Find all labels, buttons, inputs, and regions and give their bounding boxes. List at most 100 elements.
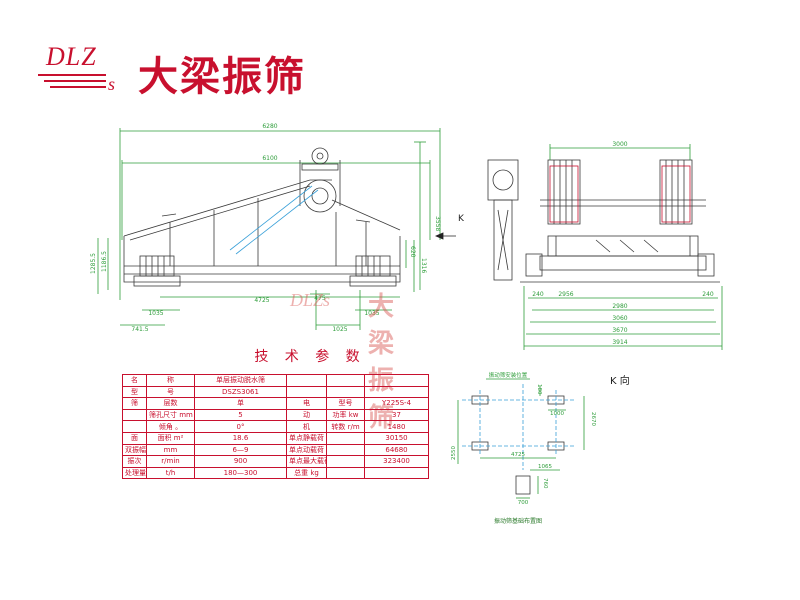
params-cell: [326, 443, 365, 457]
watermark-letters: DLZs: [290, 290, 331, 310]
dim-support-left: 1035: [148, 310, 163, 317]
found-dim-2670: 2670: [590, 412, 596, 426]
params-cell: 筛: [122, 397, 147, 410]
params-cell: 单点最大载荷 N: [286, 455, 327, 468]
params-cell: 900: [194, 455, 287, 468]
end-dim-2980: 2980: [612, 303, 627, 310]
params-cell: [122, 420, 147, 433]
params-row: 振次r/min900单点最大载荷 N323400: [122, 455, 429, 468]
params-cell: 1480: [364, 420, 429, 433]
params-cell: [326, 431, 365, 445]
params-cell: 称: [146, 374, 195, 387]
params-cell: 单点动载荷 N: [286, 443, 327, 457]
params-cell: 层数: [146, 397, 195, 410]
params-cell: t/h: [146, 466, 195, 480]
params-cell: 型号: [326, 397, 365, 410]
params-cell: 电: [286, 397, 327, 410]
dim-height-left-b: 1186.5: [101, 251, 108, 272]
params-cell: 0°: [194, 420, 287, 433]
params-cell: 转数 r/m: [326, 420, 365, 433]
params-cell: [364, 385, 429, 399]
foundation-caption: 振动筛基础布置图: [494, 518, 543, 525]
params-cell: [364, 466, 429, 480]
params-cell: 37: [364, 408, 429, 422]
params-cell: 振次: [122, 455, 147, 468]
params-cell: 30150: [364, 431, 429, 445]
found-dim-1000: 1000: [550, 411, 564, 417]
dim-offset-right: 1025: [332, 326, 347, 333]
end-dim-3060: 3060: [612, 315, 627, 322]
logo-letters: DLZ: [46, 42, 97, 71]
end-view: [487, 144, 723, 350]
end-dim-top-width: 3000: [612, 141, 627, 148]
params-cell: 6—9: [194, 443, 287, 457]
params-row: 名称单层振动脱水筛: [122, 374, 429, 387]
params-cell: [286, 385, 327, 399]
params-cell: [326, 374, 365, 387]
view-marker-k: K: [458, 214, 464, 224]
params-cell: DSZS3061: [194, 385, 287, 399]
params-cell: [326, 455, 365, 468]
params-cell: 处理量: [122, 466, 147, 480]
foundation-plan: [457, 378, 585, 499]
company-logo: DLZ s 大梁振筛: [38, 38, 328, 108]
params-cell: [286, 374, 327, 387]
params-cell: 号: [146, 385, 195, 399]
params-cell: 单点静载荷: [286, 431, 327, 445]
dim-height-left-a: 1285.5: [90, 253, 97, 274]
params-cell: 动: [286, 408, 327, 422]
params-cell: 型: [122, 385, 147, 399]
params-cell: [364, 374, 429, 387]
params-title: 技 术 参 数: [254, 349, 366, 365]
params-cell: [326, 466, 365, 480]
params-cell: 18.6: [194, 431, 287, 445]
dim-height-total: 3558: [434, 216, 441, 231]
found-dim-2550: 2550: [451, 446, 457, 460]
end-dim-2956: 2956: [558, 291, 573, 298]
params-cell: 筛孔尺寸 mm: [146, 408, 195, 422]
dim-height-right-a: 1316: [420, 258, 427, 273]
params-cell: mm: [146, 443, 195, 457]
dim-motor-span: 475: [314, 295, 326, 302]
params-cell: 功率 kw: [326, 408, 365, 422]
dim-support-right: 1035: [364, 310, 379, 317]
found-dim-760: 760: [542, 478, 548, 489]
params-cell: Y225S-4: [364, 397, 429, 410]
end-dim-3670: 3670: [612, 327, 627, 334]
params-cell: 180—300: [194, 466, 287, 480]
dim-frame-length: 6100: [262, 155, 277, 162]
foundation-top-label: 振动筛安装位置: [489, 371, 528, 379]
params-cell: 倾角 。: [146, 420, 195, 433]
found-dim-4725: 4725: [511, 452, 525, 458]
dim-offset-left: 741.5: [131, 326, 148, 333]
params-cell: [122, 408, 147, 422]
params-cell: 面积 m²: [146, 431, 195, 445]
end-dim-3914: 3914: [612, 339, 627, 346]
logo-company-name: 大梁振筛: [138, 54, 306, 100]
params-cell: [326, 385, 365, 399]
params-cell: 总重 kg: [286, 466, 327, 480]
params-cell: 64680: [364, 443, 429, 457]
params-cell: 名: [122, 374, 147, 387]
k-view-label: K 向: [610, 376, 630, 387]
end-dim-side-right: 240: [702, 291, 714, 298]
params-cell: 单: [194, 397, 287, 410]
found-dim-180: 180: [536, 384, 542, 395]
params-cell: 机: [286, 420, 327, 433]
params-cell: r/min: [146, 455, 195, 468]
end-dim-side-left: 240: [532, 291, 544, 298]
params-cell: 双振幅: [122, 443, 147, 457]
found-dim-1065: 1065: [538, 464, 552, 470]
dim-base-span: 4725: [254, 297, 269, 304]
params-cell: 面: [122, 431, 147, 445]
dim-height-right-b: 620: [409, 246, 416, 258]
